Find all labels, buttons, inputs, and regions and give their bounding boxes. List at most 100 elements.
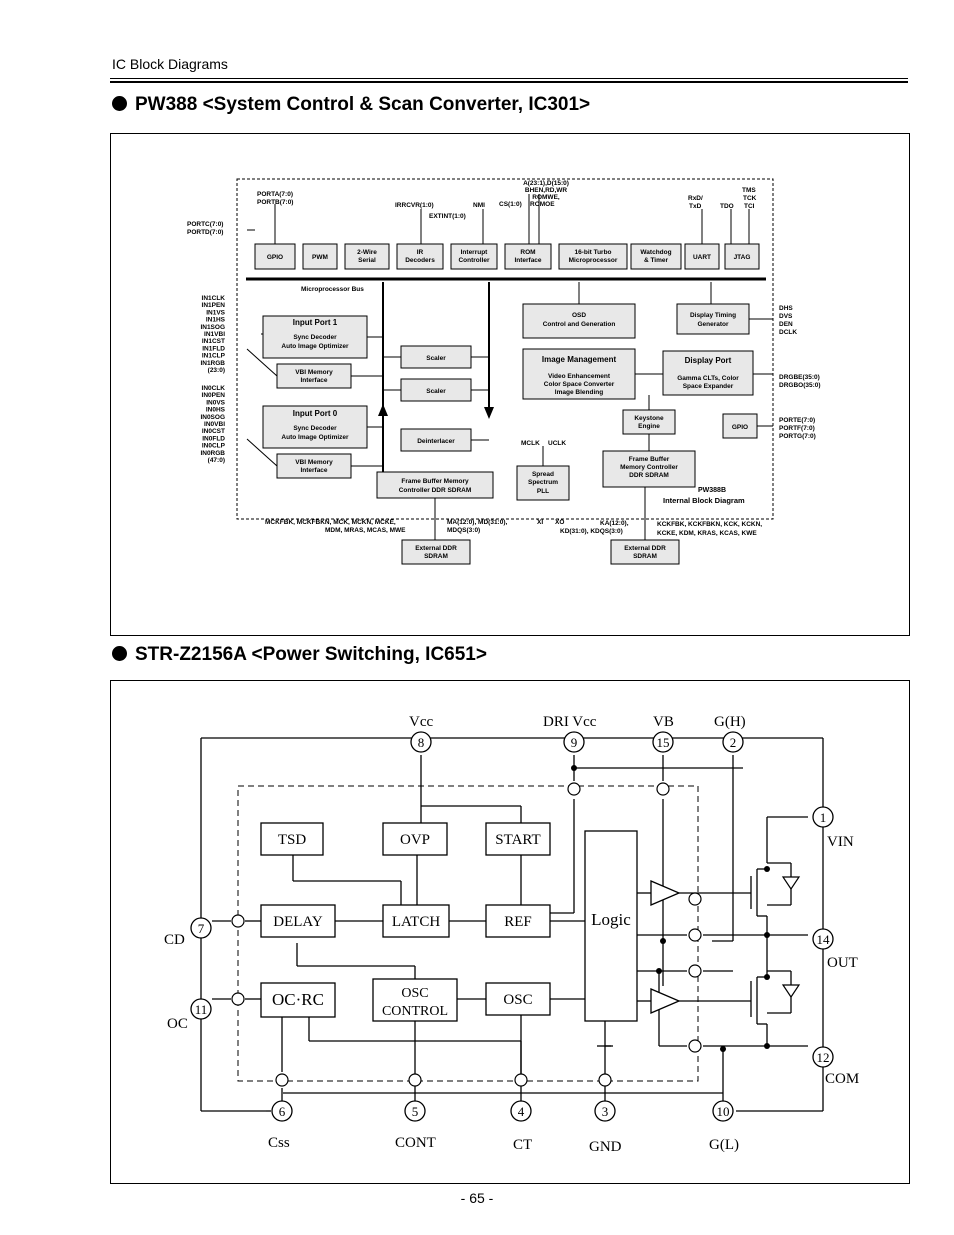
in0-signal-2: IN0VS [206, 399, 225, 406]
in0-signal-8: IN0CLP [202, 443, 226, 450]
input-port-0-block [262, 405, 368, 449]
gpio-block [254, 243, 296, 270]
pin-15 [652, 731, 674, 753]
ma-label: MA(12:0), MD(31:0), [447, 519, 508, 526]
portb-label: PORTB(7:0) [257, 199, 293, 206]
in0-signal-10: (47:0) [208, 457, 225, 464]
pin-4 [510, 1100, 532, 1122]
dtg-label: Display Timing [690, 312, 736, 319]
header-rule-thin [110, 78, 908, 79]
input-port-1-block [262, 315, 368, 359]
ext-ddr-1-label: External DDR [415, 545, 457, 552]
uclk-label: UCLK [548, 440, 566, 447]
ka-label: KA(12:0), [600, 520, 629, 527]
in1-signal-8: IN1CLP [202, 353, 226, 360]
controller-label: Controller [458, 257, 490, 264]
aio-1-label: Auto Image Optimizer [281, 343, 349, 350]
keystone-label: Keystone [634, 415, 664, 422]
latch-label: LATCH [392, 914, 441, 930]
input-port-1-label: Input Port 1 [293, 318, 338, 327]
scaler-1-label: Scaler [426, 355, 446, 362]
vbi-0-iface-label: Interface [300, 467, 327, 474]
fbm-2-sub-label: Memory Controller [620, 464, 678, 471]
fbm-2-ddr-label: DDR SDRAM [629, 472, 669, 479]
xi-label: XI [537, 519, 543, 526]
str-z2156a-diagram-frame: 8 9 15 2 1 14 12 7 11 6 5 4 3 10 TSD OVP… [110, 680, 910, 1184]
frame-buffer-memory-2-block [602, 450, 696, 488]
osd-sub-label: Control and Generation [543, 321, 616, 328]
gh-label: G(H) [714, 714, 746, 730]
microprocessor-block [558, 243, 628, 270]
pin-10-num: 10 [717, 1104, 730, 1119]
txd-label: TxD [689, 203, 702, 210]
pin-8-num: 8 [418, 735, 425, 750]
gpio-2-block [722, 413, 758, 439]
pin-2 [722, 731, 744, 753]
scaler-2-label: Scaler [426, 388, 446, 395]
pin-3-num: 3 [602, 1104, 609, 1119]
rom-interface-block [504, 243, 552, 270]
input-port-0-label: Input Port 0 [293, 409, 338, 418]
vbi-memory-1-block [276, 363, 352, 389]
str-z2156a-block-diagram: 8 9 15 2 1 14 12 7 11 6 5 4 3 10 TSD OVP… [164, 714, 859, 1155]
pll-label: PLL [537, 488, 549, 495]
in1-signal-3: IN1HS [206, 317, 226, 324]
external-ddr-2-block [610, 539, 680, 565]
display-port-label: Display Port [685, 356, 732, 365]
pin-3 [594, 1100, 616, 1122]
high-driver-amp [650, 880, 681, 906]
watchdog-block [630, 243, 682, 270]
pwm-label: PWM [312, 254, 328, 261]
delay-label: DELAY [273, 914, 323, 930]
tsd-block [260, 822, 324, 856]
microprocessor-label: Microprocessor [569, 257, 618, 264]
in1-signal-4: IN1SOG [200, 324, 225, 331]
page-header: IC Block Diagrams [112, 56, 228, 72]
frame-buffer-memory-1-block [376, 471, 494, 499]
decoders-label: Decoders [405, 257, 435, 264]
drivcc-label: DRI Vcc [543, 714, 597, 730]
in1-signal-6: IN1CST [202, 338, 225, 345]
pin-15-num: 15 [657, 735, 670, 750]
ir-label: IR [417, 249, 424, 256]
pin-12-num: 12 [817, 1050, 830, 1065]
two-wire-label: 2-Wire [357, 249, 377, 256]
ext-ddr-1-sdram-label: SDRAM [424, 553, 448, 560]
in1-signal-9: IN1RGB [200, 360, 225, 367]
vbi-1-iface-label: Interface [300, 377, 327, 384]
pw388-block-diagram: GPIO PWM 2-Wire Serial IR Decoders Inter… [187, 178, 821, 565]
image-management-block [522, 348, 636, 400]
timer-label: & Timer [644, 257, 669, 264]
display-signal-2: DEN [779, 321, 793, 328]
engine-label: Engine [638, 423, 660, 430]
interrupt-label: Interrupt [461, 249, 489, 256]
blending-label: Image Blending [555, 389, 603, 396]
kmem-bus-label-2: KCKE, KDM, KRAS, KCAS, KWE [657, 530, 757, 537]
ext-ddr-2-sdram-label: SDRAM [633, 553, 657, 560]
bhen-label: BHEN,RD,WR [525, 187, 568, 194]
page-number: - 65 - [460, 1190, 494, 1206]
pin-11 [190, 998, 212, 1020]
chip-outline [236, 178, 774, 520]
pin-14 [812, 928, 834, 950]
in1-signal-5: IN1VBI [204, 331, 225, 338]
xo-label: XO [555, 519, 564, 526]
keystone-block [622, 409, 676, 435]
display-port-block [662, 350, 754, 396]
fbm-2-label: Frame Buffer [629, 456, 670, 463]
section2-title-text: STR-Z2156A <Power Switching, IC651> [135, 644, 487, 665]
vcc-label: Vcc [409, 714, 433, 730]
pin-8 [410, 731, 432, 753]
osc-label: OSC [503, 992, 532, 1008]
osd-label: OSD [572, 312, 586, 319]
bullet-icon [112, 646, 127, 661]
in0-signal-5: IN0VBI [204, 421, 225, 428]
chip-caption-label: Internal Block Diagram [663, 496, 745, 505]
css-label: Css [268, 1135, 290, 1151]
oc-rc-label: OC·RC [272, 990, 324, 1009]
external-ddr-1-block [401, 539, 471, 565]
header-rule-thick [110, 81, 908, 83]
fbm-1-label: Frame Buffer Memory [401, 478, 469, 485]
vb-label: VB [653, 714, 674, 730]
aio-0-label: Auto Image Optimizer [281, 434, 349, 441]
